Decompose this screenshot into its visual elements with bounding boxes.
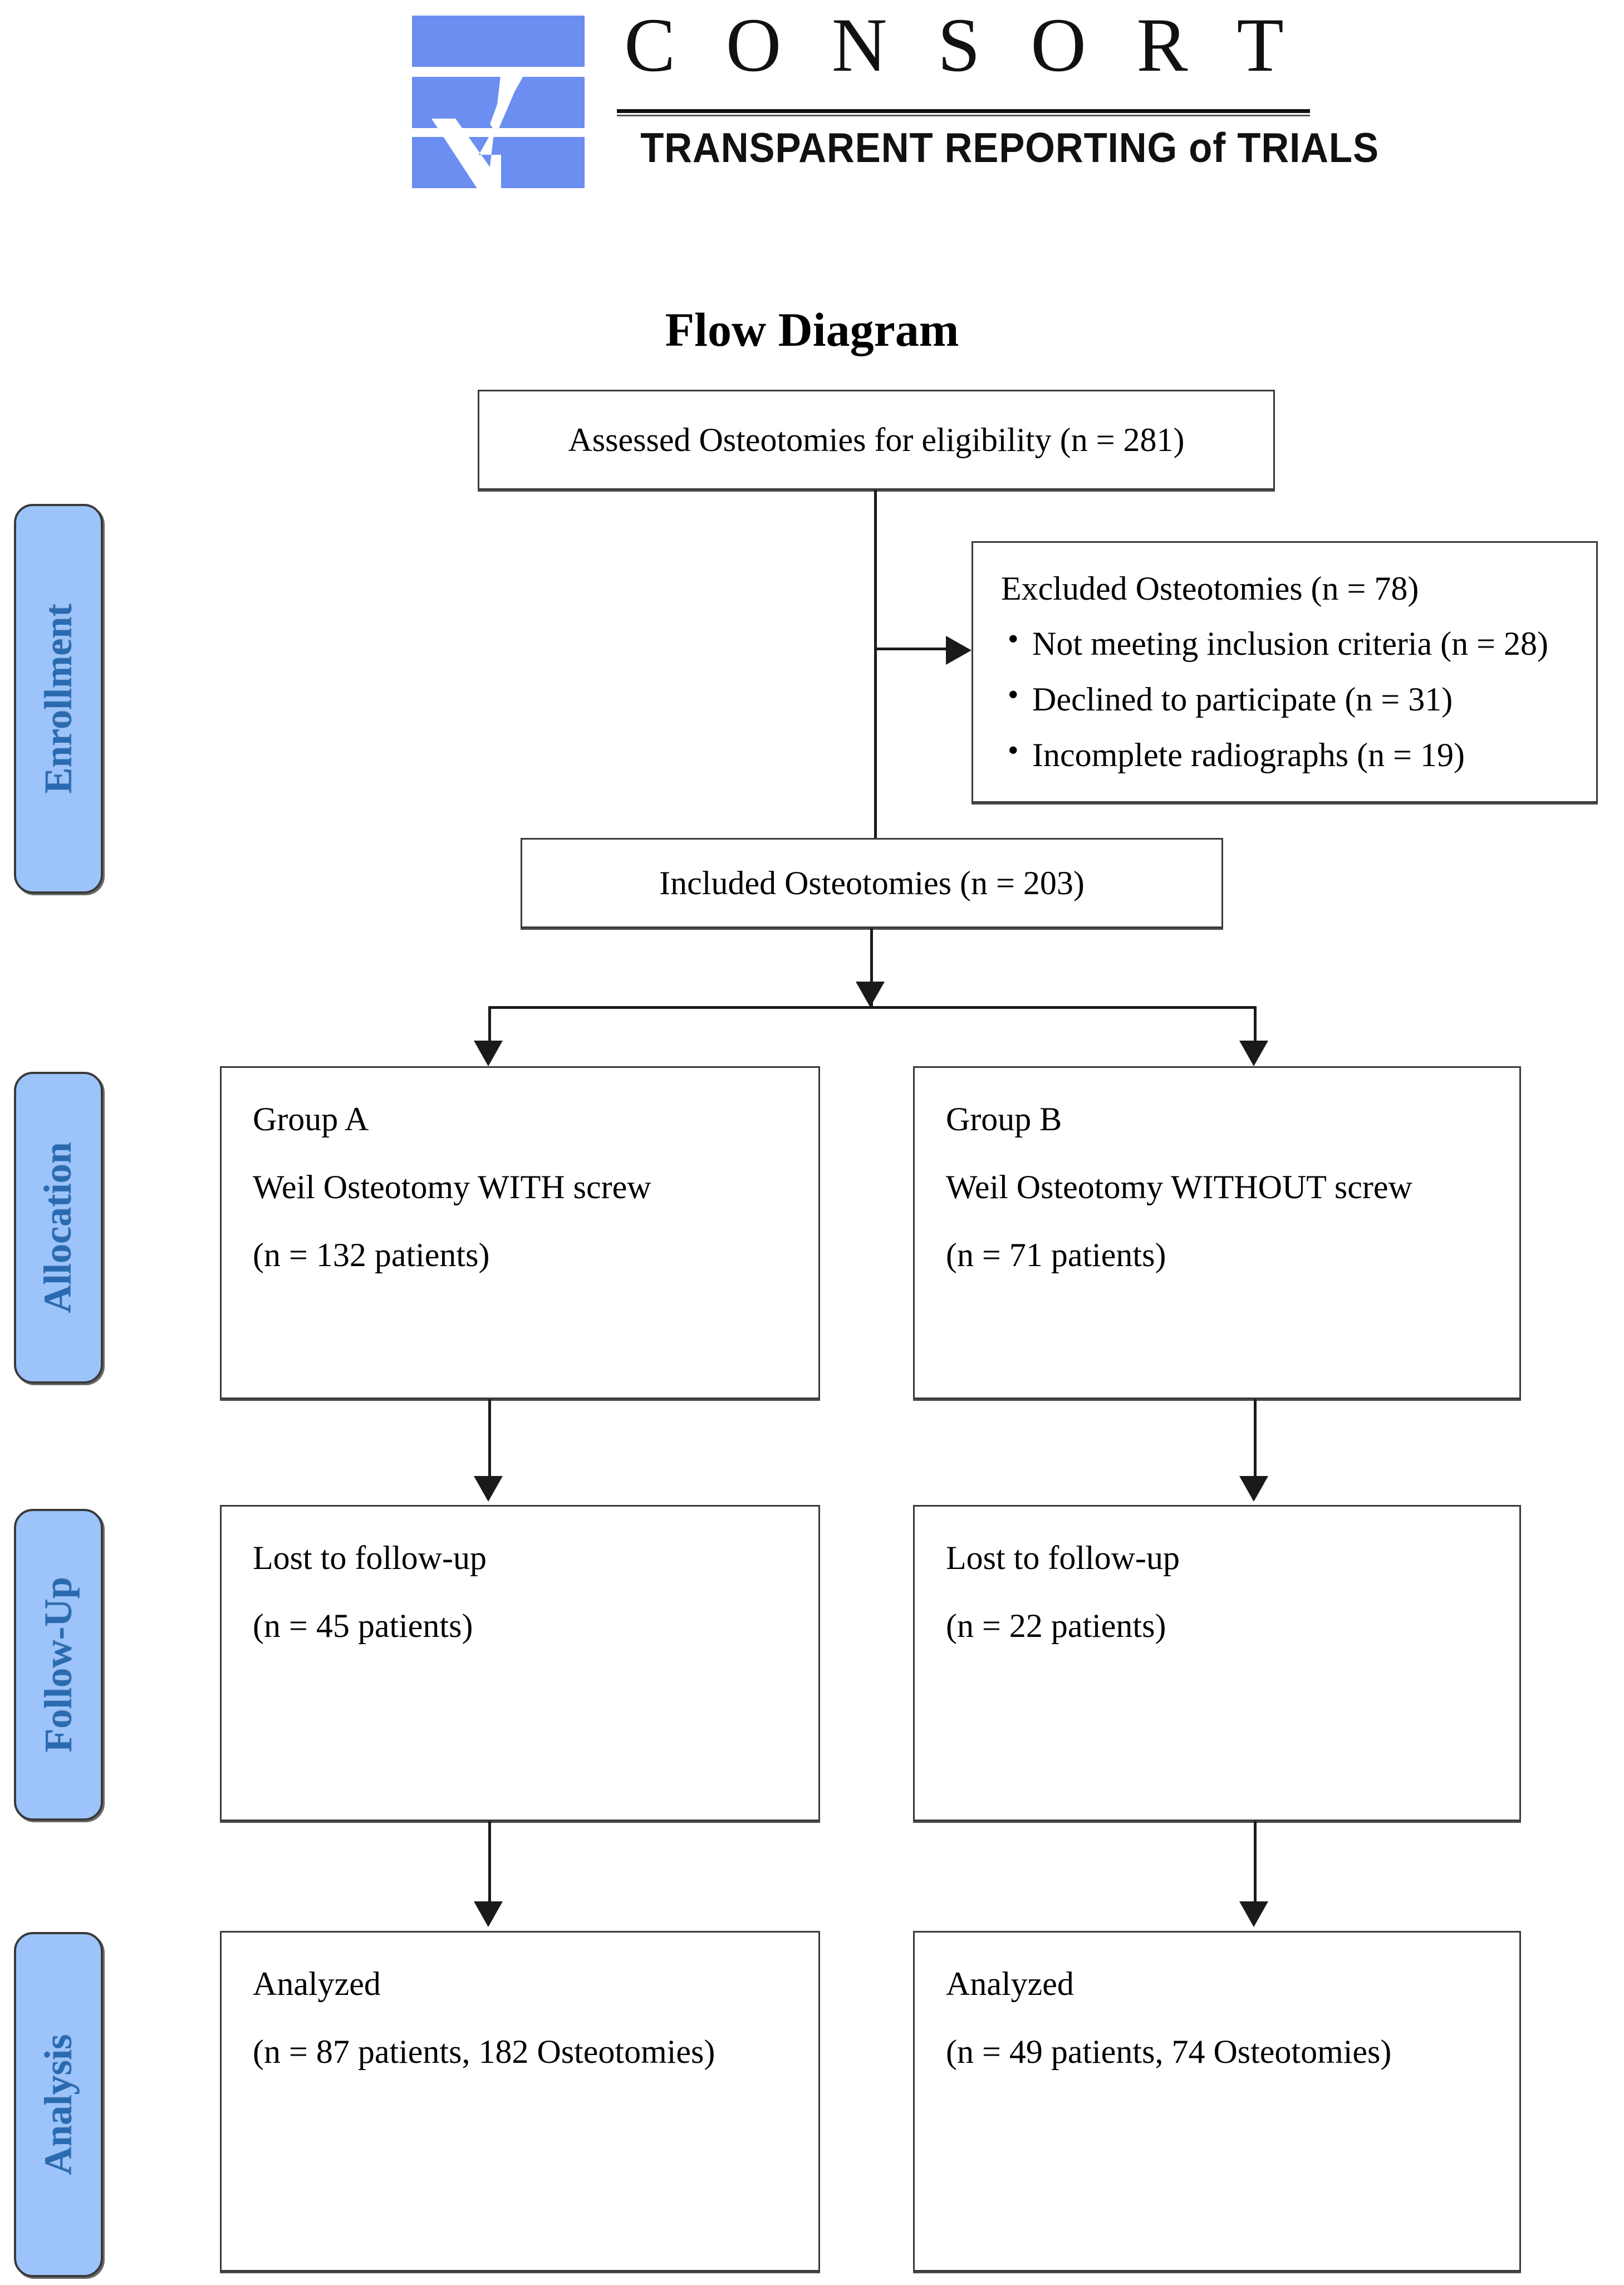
connector-split-to-group-b [1254, 1006, 1257, 1048]
stage-label-enrollment: Enrollment [14, 504, 103, 894]
connector-lost-a-to-analyzed [488, 1821, 491, 1905]
consort-logo-wordmark: C O N S O R T TRANSPARENT REPORTING of T… [612, 2, 1379, 200]
stage-label-allocation: Allocation [14, 1072, 103, 1384]
node-excluded-heading: Excluded Osteotomies (n = 78) [1001, 570, 1419, 607]
connector-split-to-group-a [488, 1006, 491, 1048]
connector-lost-b-to-analyzed [1254, 1821, 1257, 1905]
stage-label-analysis: Analysis [14, 1932, 103, 2277]
arrow-right-icon [946, 636, 972, 665]
connector-group-a-to-lost [488, 1399, 491, 1480]
stage-label-followup-text: Follow-Up [37, 1577, 80, 1753]
stage-label-enrollment-text: Enrollment [37, 604, 80, 794]
arrow-down-icon [474, 1901, 503, 1927]
arrow-down-icon [474, 1041, 503, 1066]
arrow-down-icon [474, 1476, 503, 1502]
analyzed-a-title: Analyzed [253, 1965, 381, 2002]
node-lost-to-followup-b: Lost to follow-up (n = 22 patients) [913, 1505, 1521, 1821]
node-included-osteotomies: Included Osteotomies (n = 203) [521, 838, 1223, 928]
connector-assessed-to-included [874, 490, 877, 838]
logo-bar-top [412, 16, 585, 67]
group-b-count: (n = 71 patients) [946, 1237, 1166, 1273]
logo-divider-rule-shadow [617, 115, 1310, 116]
page-title: Flow Diagram [665, 303, 959, 356]
node-analyzed-b: Analyzed (n = 49 patients, 74 Osteotomie… [913, 1931, 1521, 2272]
consort-logo-mark-icon [412, 16, 585, 191]
group-a-title: Group A [253, 1101, 369, 1137]
node-excluded-osteotomies: Excluded Osteotomies (n = 78) Not meetin… [972, 541, 1598, 803]
consort-tagline-text: TRANSPARENT REPORTING of TRIALS [640, 124, 1379, 171]
excluded-reasons-list: Not meeting inclusion criteria (n = 28) … [998, 624, 1572, 772]
node-group-b: Group B Weil Osteotomy WITHOUT screw (n … [913, 1066, 1521, 1399]
list-item: Incomplete radiographs (n = 19) [998, 735, 1572, 772]
lost-b-count: (n = 22 patients) [946, 1607, 1166, 1644]
arrow-down-icon [1239, 1476, 1268, 1502]
node-analyzed-a: Analyzed (n = 87 patients, 182 Osteotomi… [220, 1931, 820, 2272]
consort-wordmark-text: C O N S O R T [624, 2, 1299, 87]
checkmark-icon [412, 71, 585, 191]
node-assessed-for-eligibility: Assessed Osteotomies for eligibility (n … [478, 390, 1275, 490]
connector-split-bar [488, 1006, 1257, 1009]
node-group-a: Group A Weil Osteotomy WITH screw (n = 1… [220, 1066, 820, 1399]
stage-label-allocation-text: Allocation [37, 1142, 80, 1313]
lost-b-title: Lost to follow-up [946, 1539, 1180, 1576]
stage-label-analysis-text: Analysis [37, 2034, 80, 2175]
consort-logo: C O N S O R T TRANSPARENT REPORTING of T… [412, 2, 1379, 200]
analyzed-a-count: (n = 87 patients, 182 Osteotomies) [253, 2033, 715, 2070]
stage-label-followup: Follow-Up [14, 1509, 103, 1821]
group-a-intervention: Weil Osteotomy WITH screw [253, 1169, 651, 1205]
node-included-text: Included Osteotomies (n = 203) [659, 864, 1085, 901]
analyzed-b-count: (n = 49 patients, 74 Osteotomies) [946, 2033, 1392, 2070]
lost-a-title: Lost to follow-up [253, 1539, 487, 1576]
logo-divider-rule [617, 109, 1310, 113]
group-a-count: (n = 132 patients) [253, 1237, 490, 1273]
lost-a-count: (n = 45 patients) [253, 1607, 473, 1644]
arrow-down-icon [856, 982, 885, 1007]
list-item: Declined to participate (n = 31) [998, 679, 1572, 716]
connector-included-to-split [870, 928, 873, 1007]
analyzed-b-title: Analyzed [946, 1965, 1074, 2002]
node-assessed-text: Assessed Osteotomies for eligibility (n … [568, 421, 1185, 458]
arrow-down-icon [1239, 1901, 1268, 1927]
arrow-down-icon [1239, 1041, 1268, 1066]
node-lost-to-followup-a: Lost to follow-up (n = 45 patients) [220, 1505, 820, 1821]
group-b-intervention: Weil Osteotomy WITHOUT screw [946, 1169, 1412, 1205]
connector-to-excluded [874, 648, 946, 650]
connector-group-b-to-lost [1254, 1399, 1257, 1480]
group-b-title: Group B [946, 1101, 1062, 1137]
list-item: Not meeting inclusion criteria (n = 28) [998, 624, 1572, 660]
